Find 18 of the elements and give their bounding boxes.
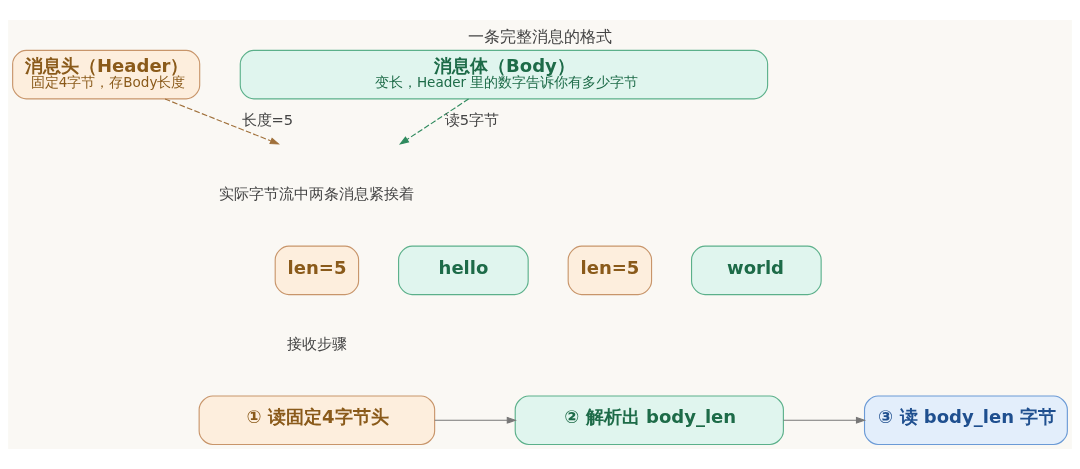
edge-label: 长度=5 (241, 111, 294, 129)
node-box: 消息头（Header） 固定4字节，存Body长度 (12, 49, 201, 100)
node-box: ② 解析出 body_len (514, 395, 784, 446)
node-box: len=5 (567, 245, 653, 296)
node-box: ① 读固定4字节头 (198, 395, 436, 446)
node-box: hello (398, 245, 529, 296)
diagram-title: 一条完整消息的格式 (468, 26, 612, 46)
arrow (164, 98, 280, 145)
node-box: 消息体（Body） 变长，Header 里的数字告诉你有多少字节 (239, 49, 769, 100)
label: 接收步骤 (286, 335, 347, 353)
edge-label: 读5字节 (444, 111, 499, 129)
node-box: ③ 读 body_len 字节 (863, 395, 1068, 446)
node-box: len=5 (274, 245, 360, 296)
arrow (398, 98, 470, 145)
arrow (782, 416, 867, 424)
arrow (434, 416, 517, 424)
label: 实际字节流中两条消息紧挨着 (219, 185, 415, 203)
node-box: world (691, 245, 822, 296)
